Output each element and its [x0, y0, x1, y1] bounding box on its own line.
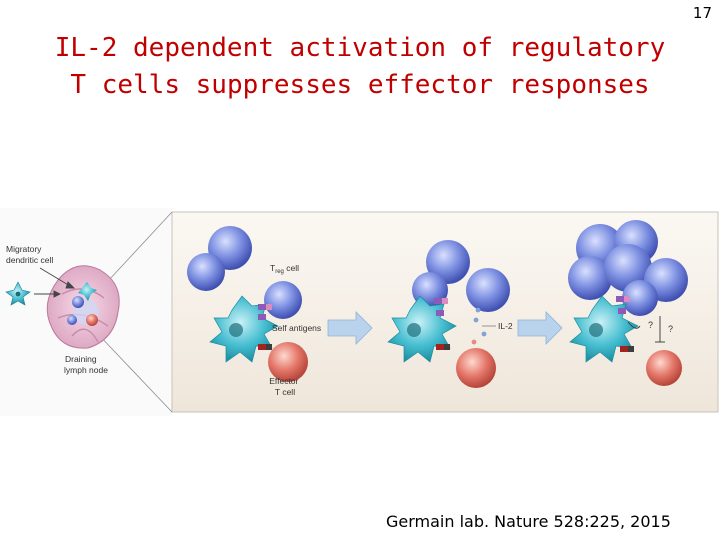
slide-number: 17 [692, 4, 712, 22]
lymph-node [46, 265, 120, 349]
stage-1 [187, 226, 308, 382]
treg-cell [466, 268, 510, 312]
suppression-marks [627, 316, 665, 343]
label-effector-t-cell: Effector T cell [269, 376, 301, 397]
migratory-dc-icon [5, 281, 31, 306]
label-question-1: ? [648, 320, 653, 330]
antigen-tcr-contacts [258, 304, 272, 350]
stage-3 [568, 220, 688, 386]
slide-title: IL-2 dependent activation of regulatory … [54, 33, 666, 100]
treg-cell [568, 256, 612, 300]
label-draining-lymph-node: Draining lymph node [64, 354, 108, 375]
effector-t-cell [456, 348, 496, 388]
label-il2: IL-2 [498, 321, 513, 331]
treg-cell [187, 253, 225, 291]
il2-molecules [471, 307, 487, 345]
stage-2 [387, 240, 510, 388]
antigen-tcr-contacts [616, 296, 634, 352]
stage-arrow [327, 311, 373, 345]
effector-t-cell [646, 350, 682, 386]
label-migratory-dc: Migratory dendritic cell [6, 244, 53, 265]
label-question-2: ? [668, 324, 673, 334]
treg-cell [622, 280, 658, 316]
treg-cell [426, 240, 470, 284]
effector-t-cell [268, 342, 308, 382]
migration-arrows [34, 267, 76, 298]
il2-treg-figure: Migratory dendritic cell Draining lymph … [0, 208, 719, 416]
antigen-tcr-contacts [434, 298, 450, 350]
stage-arrow [517, 311, 563, 345]
treg-cell [264, 281, 302, 319]
citation: Germain lab. Nature 528:225, 2015 [386, 512, 671, 531]
label-self-antigens: Self antigens [272, 323, 321, 333]
label-treg-cell: Treg cell [270, 263, 299, 275]
